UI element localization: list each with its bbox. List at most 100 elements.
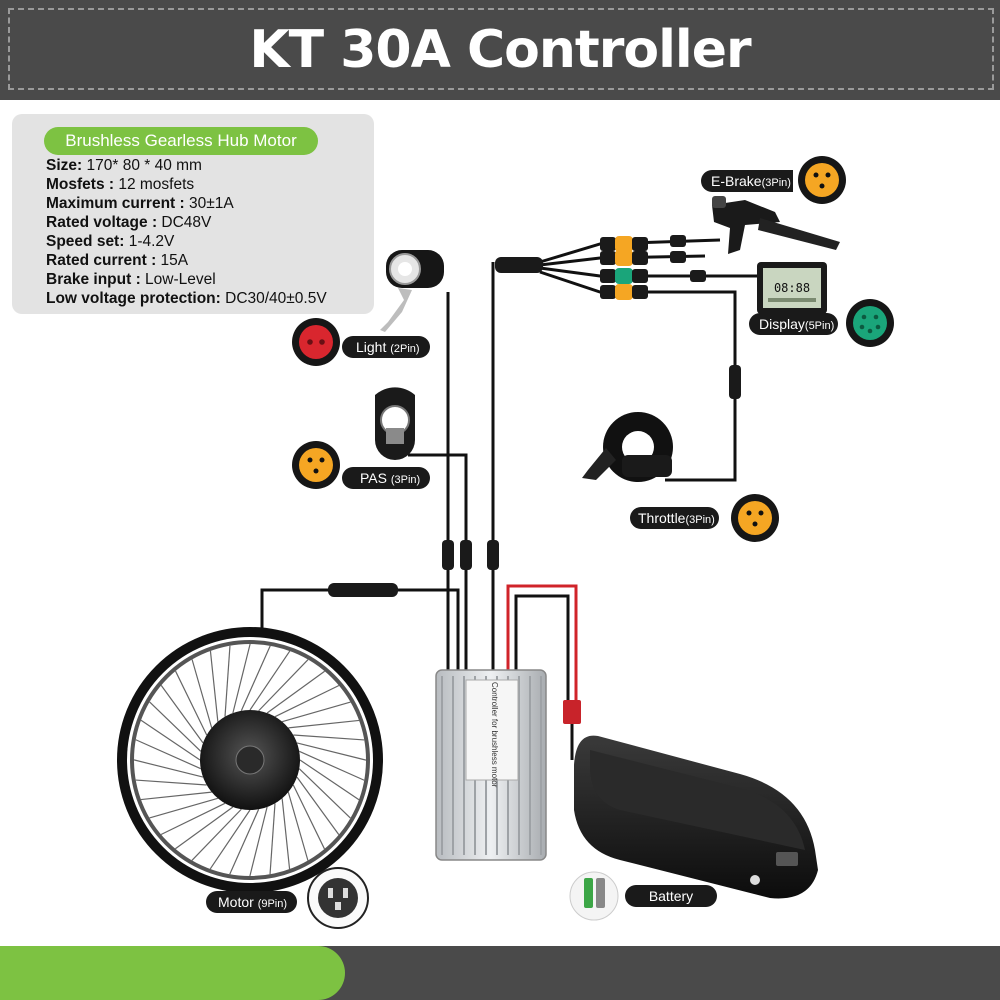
wheel-spoke	[175, 806, 234, 850]
port-display-disc	[846, 299, 894, 347]
throttle-thumb	[582, 448, 616, 480]
connector-pas-inline	[460, 540, 472, 570]
wheel-spoke	[299, 759, 360, 801]
wheel-tire	[117, 627, 383, 893]
wheel-rim	[130, 640, 370, 880]
wheel-spoke	[149, 797, 219, 819]
wheel-spoke	[149, 701, 202, 752]
branch-throttle-black-b	[632, 285, 648, 299]
wheel-spoke	[160, 802, 226, 836]
header-bar	[0, 0, 1000, 100]
display-screen-readout: 08:88	[774, 281, 810, 295]
ebrake-lever-arm	[758, 218, 840, 250]
port-display-disc-face	[853, 306, 887, 340]
branch-ebrake-1-black-b	[632, 237, 648, 251]
branch-display-black-b	[632, 269, 648, 283]
branch-ebrake-1-black	[600, 237, 616, 251]
port-light-pins	[307, 339, 325, 345]
ebrake-lever-body	[712, 200, 780, 254]
headlight-bulb	[398, 262, 412, 276]
wheel-spoke	[292, 784, 326, 850]
hub-motor-wheel-icon	[117, 627, 383, 893]
branch-display-end	[690, 270, 706, 282]
port-pas-disc	[292, 441, 340, 489]
wire-battery-red	[506, 584, 578, 700]
connector-throttle-inline	[729, 365, 741, 399]
wheel-spoke	[209, 650, 219, 722]
ebrake-lever-grip	[712, 196, 726, 208]
wheel-spoke	[293, 734, 365, 741]
label-motor: Motor (9Pin)	[206, 891, 298, 913]
wheel-spoke	[298, 768, 351, 819]
battery-connector-bg	[569, 871, 619, 921]
branch-throttle-black	[600, 285, 616, 299]
battery-connector-grey	[596, 878, 605, 908]
branch-ebrake-2-black	[600, 251, 616, 265]
branch-ebrake-2-black-b	[632, 251, 648, 265]
wheel-spoke	[240, 645, 271, 712]
port-light-disc	[292, 318, 340, 366]
port-motor-disc-face	[318, 878, 358, 918]
branch-throttle-orange	[615, 284, 633, 300]
label-throttle: Throttle(3Pin)	[630, 507, 719, 529]
wheel-spoke	[274, 684, 340, 718]
battery-socket	[776, 852, 798, 866]
wheel-spoke	[191, 659, 213, 729]
throttle-icon	[582, 412, 673, 482]
wheel-spoke	[249, 650, 291, 711]
battery-panel	[590, 750, 805, 850]
port-motor-disc	[307, 867, 369, 929]
display-unit-icon: 08:88	[757, 262, 827, 314]
controller-icon: Controller for brushless motor	[435, 669, 547, 861]
branch-ebrake-2-orange	[615, 250, 633, 266]
port-pas-pins	[307, 457, 325, 474]
spec-row-brake-input: Brake input : Low-Level	[46, 271, 216, 288]
spec-row-rated-voltage: Rated voltage : DC48V	[46, 214, 212, 231]
wheel-spoke	[160, 685, 204, 744]
label-ebrake: E-Brake(3Pin)	[701, 170, 793, 192]
port-light-disc-face	[299, 325, 333, 359]
port-ebrake-pins	[813, 172, 831, 189]
footer-accent	[0, 946, 345, 1000]
wheel-spoke	[229, 808, 260, 875]
wheel-spoke	[298, 750, 365, 781]
wheel-spoke	[135, 779, 207, 786]
wheel-spoke	[133, 759, 204, 778]
wheel-spoke	[191, 808, 242, 861]
spec-row-size: Size: 170* 80 * 40 mm	[46, 157, 202, 174]
branch-ebrake-1-orange	[615, 236, 633, 252]
headlight-icon	[380, 250, 444, 332]
wheel-spoke	[258, 659, 309, 712]
label-light: Light (2Pin)	[342, 336, 430, 358]
wheel-spoke	[232, 643, 251, 714]
label-display: Display(5Pin)	[749, 313, 839, 335]
spec-row-max-current: Maximum current : 30±1A	[46, 195, 234, 212]
pas-sensor-icon	[375, 387, 415, 460]
battery-connector-icon	[569, 871, 619, 921]
battery-plug	[563, 700, 581, 724]
hub-motor-center	[235, 745, 265, 775]
wheel-spoke	[174, 670, 208, 736]
wheel-spoke	[249, 806, 268, 877]
spec-list: Size: 170* 80 * 40 mm Mosfets : 12 mosfe…	[46, 156, 327, 308]
port-display-pins	[859, 314, 881, 334]
port-throttle-pins	[746, 510, 764, 527]
connector-motor-inline	[328, 583, 398, 597]
throttle-housing	[622, 455, 672, 477]
pas-sensor-magnet	[386, 428, 404, 444]
branch-connectors	[600, 235, 706, 300]
branch-ebrake-end-2	[670, 251, 686, 263]
headlight-bracket	[380, 288, 412, 332]
wheel-spoke	[266, 670, 325, 714]
label-pas: PAS (3Pin)	[342, 467, 431, 489]
wheel-spoke	[281, 798, 291, 870]
wheel-spoke	[287, 791, 309, 861]
wheel-spoke	[288, 719, 360, 729]
wheel-spoke	[281, 701, 351, 723]
port-ebrake-disc-face	[805, 163, 839, 197]
wire-battery-black	[514, 594, 570, 700]
port-ebrake-disc	[798, 156, 846, 204]
wheel-spoke	[140, 719, 201, 761]
branch-ebrake-end-1	[670, 235, 686, 247]
spec-row-low-voltage: Low voltage protection: DC30/40±0.5V	[46, 290, 327, 307]
